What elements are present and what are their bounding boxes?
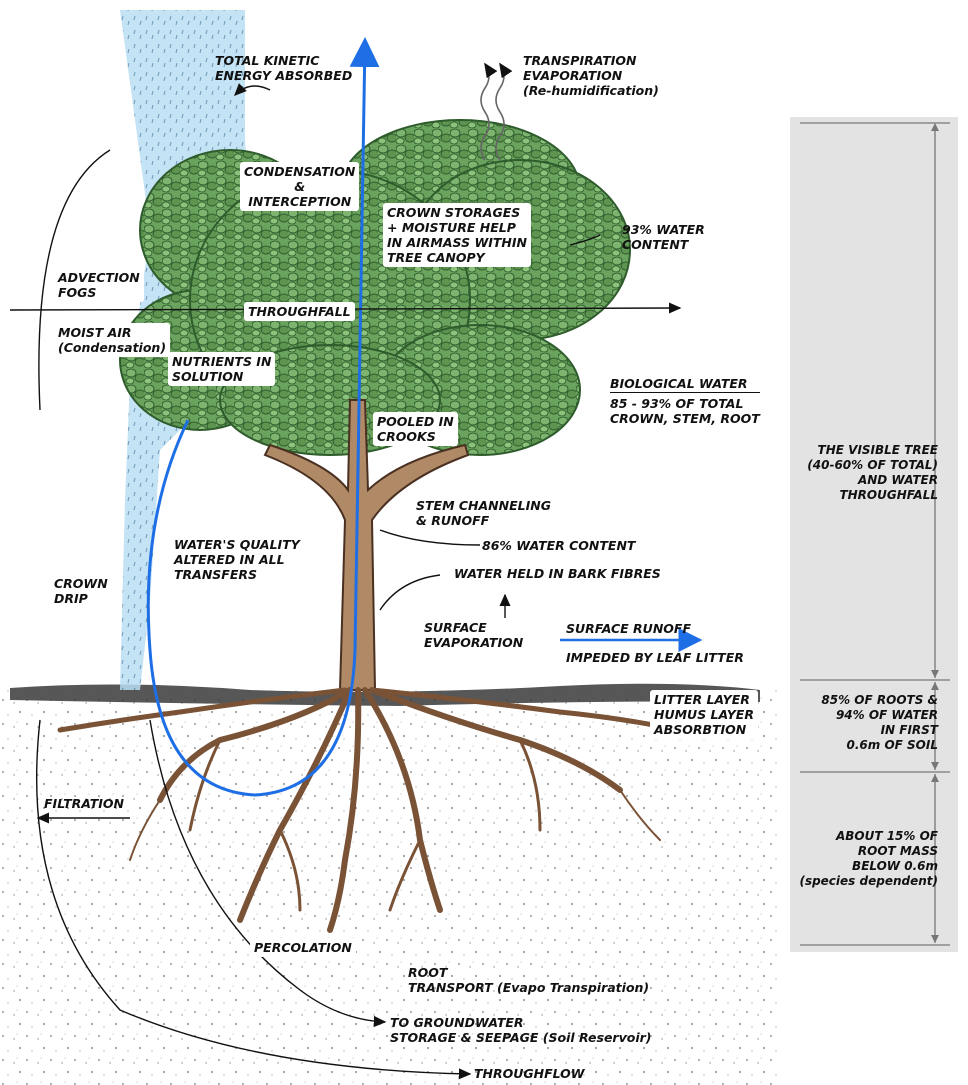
label-transpiration: TRANSPIRATIONEVAPORATION (Re-humidificat… xyxy=(523,53,659,98)
label-advection-fogs: ADVECTIONFOGS xyxy=(54,268,144,302)
sidebar-roots-85: 85% OF ROOTS & 94% OF WATER IN FIRST 0.6… xyxy=(821,693,938,753)
sidebar-visible-tree: THE VISIBLE TREE (40-60% OF TOTAL) AND W… xyxy=(807,443,938,503)
label-moist-air: MOIST AIR (Condensation) xyxy=(54,323,170,357)
sidebar-panel: THE VISIBLE TREE (40-60% OF TOTAL) AND W… xyxy=(790,117,958,952)
label-bark-fibres: WATER HELD IN BARK FIBRES xyxy=(454,566,661,581)
label-impeded-leaf-litter: IMPEDED BY LEAF LITTER xyxy=(566,650,744,665)
label-crown-storages: CROWN STORAGES+ MOISTURE HELPIN AIRMASS … xyxy=(383,203,531,267)
label-nutrients: NUTRIENTS INSOLUTION xyxy=(168,352,275,386)
label-water-quality: WATER'S QUALITYALTERED IN ALLTRANSFERS xyxy=(170,535,304,584)
label-water-93: 93% WATERCONTENT xyxy=(622,222,705,252)
label-throughflow: THROUGHFLOW xyxy=(474,1066,585,1081)
label-surface-evaporation: SURFACEEVAPORATION xyxy=(420,618,527,652)
label-surface-runoff: SURFACE RUNOFF xyxy=(566,621,691,636)
sidebar-dividers xyxy=(790,117,958,952)
label-litter-layer: LITTER LAYERHUMUS LAYERABSORBTION xyxy=(650,690,758,739)
label-kinetic-energy: TOTAL KINETICENERGY ABSORBED xyxy=(215,53,352,83)
label-pooled-crooks: POOLED INCROOKS xyxy=(373,412,458,446)
label-groundwater: TO GROUNDWATER STORAGE & SEEPAGE (Soil R… xyxy=(390,1015,651,1045)
label-throughfall: THROUGHFALL xyxy=(244,302,355,321)
label-root-transport: ROOT TRANSPORT (Evapo Transpiration) xyxy=(408,965,649,995)
label-biological-water: BIOLOGICAL WATER 85 - 93% OF TOTALCROWN,… xyxy=(610,376,760,426)
sidebar-root-mass: ABOUT 15% OF ROOT MASS BELOW 0.6m (speci… xyxy=(799,829,938,889)
label-water-86: 86% WATER CONTENT xyxy=(482,538,635,553)
label-filtration: FILTRATION xyxy=(44,796,124,811)
label-crown-drip: CROWNDRIP xyxy=(54,576,108,606)
tree-crown xyxy=(120,120,630,455)
label-condensation: CONDENSATION&INTERCEPTION xyxy=(240,162,359,211)
label-percolation: PERCOLATION xyxy=(250,938,356,957)
label-stem-channeling: STEM CHANNELING& RUNOFF xyxy=(412,496,555,530)
